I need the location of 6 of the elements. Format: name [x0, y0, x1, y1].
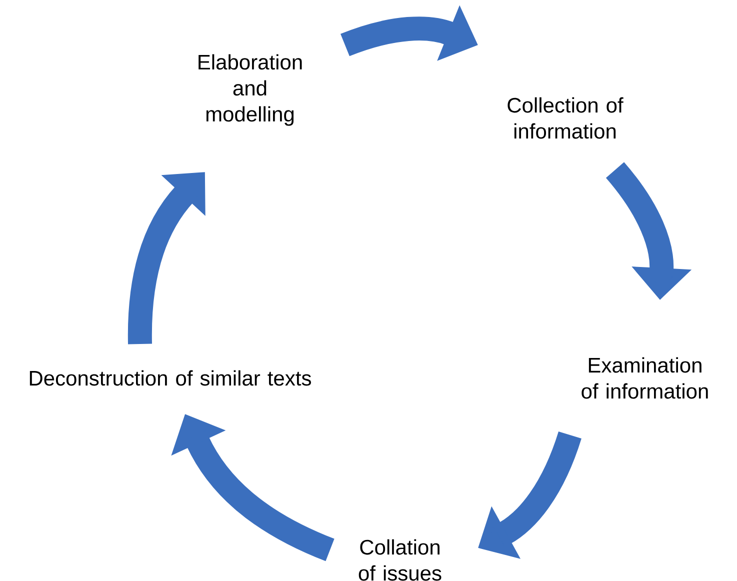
- step-label: Deconstruction of similar texts: [30, 370, 311, 386]
- step-label: Collection of information: [508, 97, 624, 139]
- curved-arrow: [128, 172, 206, 344]
- step-label: Elaboration and modelling: [198, 54, 302, 126]
- step-label: Collation of issues: [358, 539, 442, 581]
- step-label: Examination of information: [582, 357, 708, 399]
